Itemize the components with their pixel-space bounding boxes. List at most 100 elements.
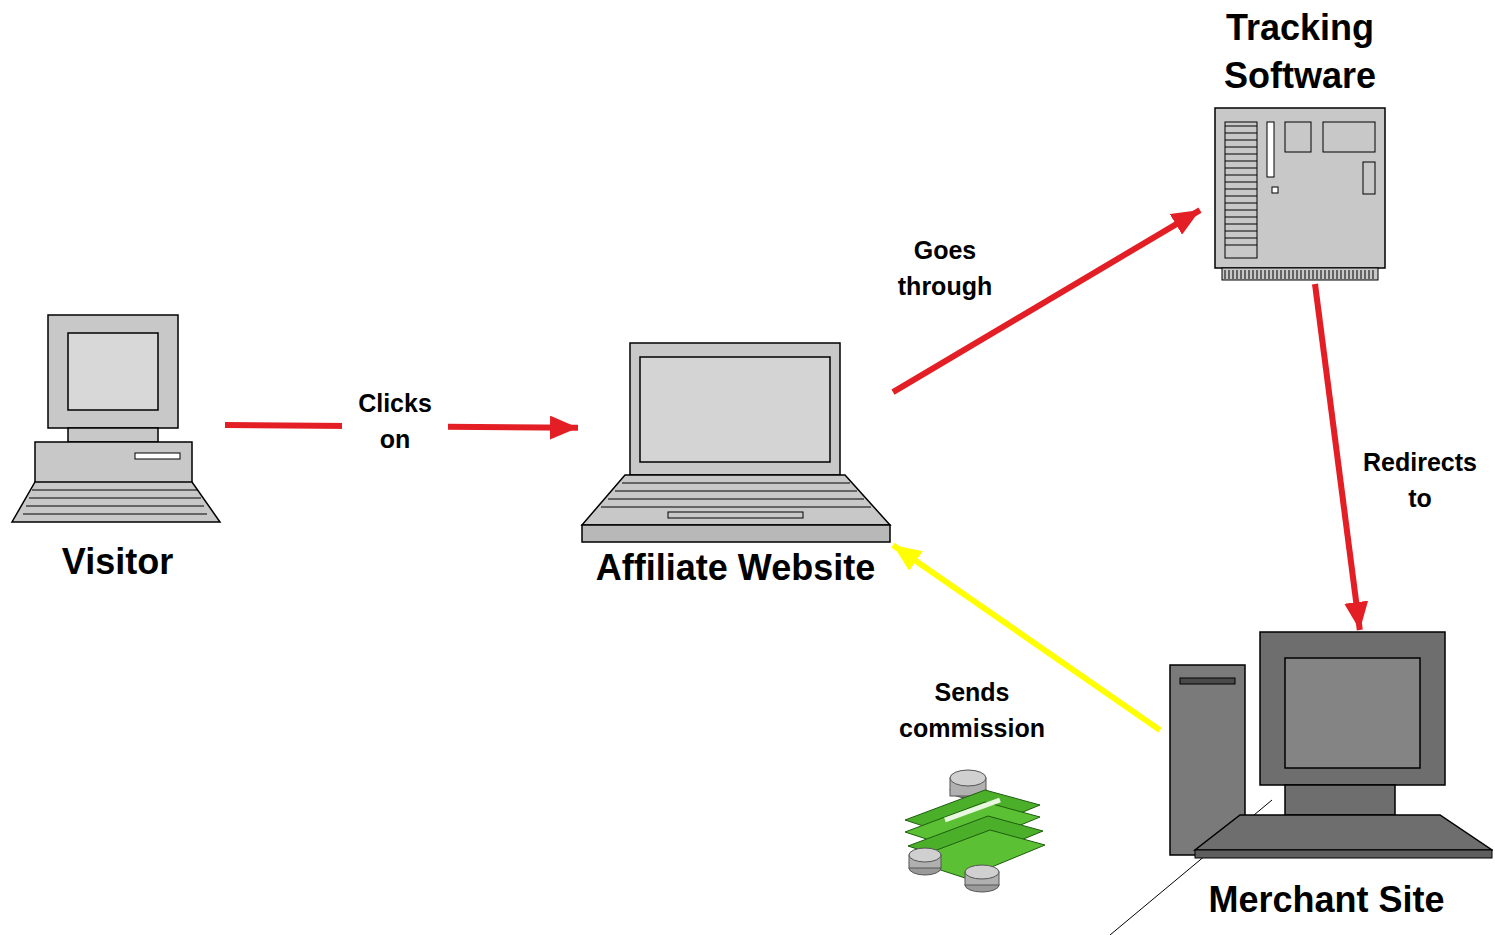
vent <box>1225 126 1257 127</box>
monitor <box>1260 632 1445 785</box>
foot-rib <box>1329 270 1330 279</box>
foot-rib <box>1317 270 1318 279</box>
vent <box>1225 231 1257 232</box>
node-label: Visitor <box>10 538 225 586</box>
server-led <box>1272 187 1278 193</box>
key-row <box>29 498 201 499</box>
server-body <box>1215 108 1385 268</box>
coin <box>965 865 999 879</box>
node-label: Affiliate Website <box>578 544 893 592</box>
coin <box>909 848 941 862</box>
foot-rib <box>1285 270 1286 279</box>
vent <box>1225 140 1257 141</box>
coin <box>950 770 986 786</box>
vent <box>1225 196 1257 197</box>
monitor <box>48 315 178 428</box>
foot-rib <box>1273 270 1274 279</box>
money-icon <box>905 770 1045 892</box>
vent <box>1225 238 1257 239</box>
key-row <box>615 491 857 492</box>
foot-rib <box>1281 270 1282 279</box>
computer-icon <box>10 312 225 580</box>
vent <box>1225 245 1257 246</box>
foot-rib <box>1321 270 1322 279</box>
foot-rib <box>1293 270 1294 279</box>
server-foot <box>1222 268 1378 280</box>
key-row <box>26 506 204 507</box>
vent <box>1225 203 1257 204</box>
edge-label: Goes through <box>886 232 1004 305</box>
foot-rib <box>1349 270 1350 279</box>
foot-rib <box>1253 270 1254 279</box>
screen <box>68 333 158 410</box>
foot-rib <box>1373 270 1374 279</box>
foot-rib <box>1353 270 1354 279</box>
foot-rib <box>1269 270 1270 279</box>
laptop-lid <box>630 343 840 475</box>
laptop-base <box>582 475 890 525</box>
vent <box>1225 161 1257 162</box>
foot-rib <box>1309 270 1310 279</box>
foot-rib <box>1357 270 1358 279</box>
keyboard <box>12 482 220 522</box>
vent <box>1225 224 1257 225</box>
key-row <box>608 499 864 500</box>
vent <box>1225 168 1257 169</box>
key-row <box>622 483 850 484</box>
foot-rib <box>1241 270 1242 279</box>
vent <box>1225 175 1257 176</box>
monitor-stand <box>1285 785 1395 815</box>
key-row <box>601 507 871 508</box>
node-label: Merchant Site <box>1160 876 1493 924</box>
vent <box>1225 133 1257 134</box>
server-drive <box>1285 122 1311 152</box>
foot-rib <box>1277 270 1278 279</box>
foot-rib <box>1325 270 1326 279</box>
touchpad <box>668 512 803 518</box>
computer-icon <box>578 340 893 690</box>
foot-rib <box>1265 270 1266 279</box>
server-slot <box>1267 122 1274 177</box>
vent <box>1225 182 1257 183</box>
foot-rib <box>1225 270 1226 279</box>
screen <box>640 357 830 462</box>
screen <box>1285 658 1420 768</box>
vent <box>1225 147 1257 148</box>
key-row <box>23 514 207 515</box>
edge-label: Clicks on <box>342 385 448 458</box>
server-switch <box>1363 162 1375 194</box>
vent <box>1225 210 1257 211</box>
keyboard <box>1195 815 1492 850</box>
foot-rib <box>1333 270 1334 279</box>
foot-rib <box>1301 270 1302 279</box>
bill <box>910 830 1045 878</box>
bill-band <box>945 800 1000 820</box>
edge-label: Redirects to <box>1353 444 1487 517</box>
computer-node: Merchant Site <box>1160 630 1493 928</box>
foot-rib <box>1345 270 1346 279</box>
foot-rib <box>1313 270 1314 279</box>
computer-node: Tracking Software <box>1200 4 1400 284</box>
drive-slot <box>1180 678 1235 684</box>
server-drive <box>1323 122 1375 152</box>
vent <box>1225 217 1257 218</box>
foot-rib <box>1337 270 1338 279</box>
monitor-stand <box>68 428 158 442</box>
foot-rib <box>1249 270 1250 279</box>
foot-rib <box>1245 270 1246 279</box>
foot-rib <box>1369 270 1370 279</box>
foot-rib <box>1257 270 1258 279</box>
foot-rib <box>1341 270 1342 279</box>
node-label: Tracking Software <box>1200 4 1400 99</box>
foot-rib <box>1237 270 1238 279</box>
edge-label: Sends commission <box>893 674 1051 747</box>
key-row <box>32 490 198 491</box>
vent-panel <box>1225 122 1257 258</box>
foot-rib <box>1305 270 1306 279</box>
computer-node: Visitor <box>10 312 225 588</box>
foot-rib <box>1361 270 1362 279</box>
keyboard-edge <box>1195 850 1492 858</box>
foot-rib <box>1365 270 1366 279</box>
vent <box>1225 189 1257 190</box>
foot-rib <box>1229 270 1230 279</box>
